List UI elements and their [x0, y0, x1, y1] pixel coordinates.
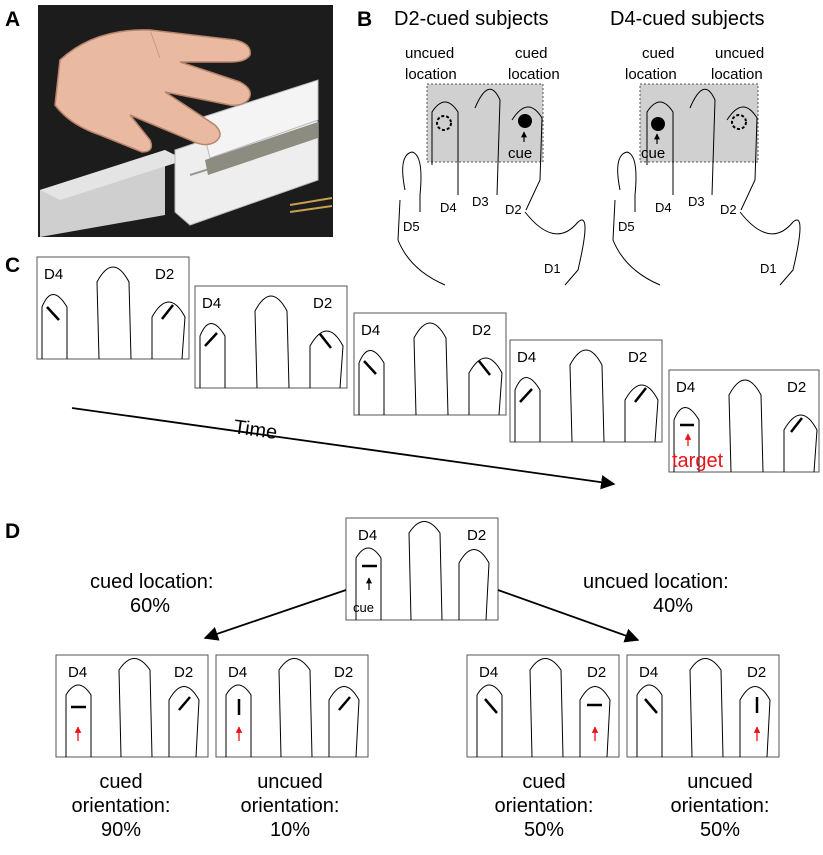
stimulus-frame-1: D4 D2	[36, 256, 190, 360]
d4-label: D4	[202, 295, 221, 312]
d2-label: D2	[334, 664, 353, 681]
uncued-location-prob-value: 40%	[653, 595, 693, 617]
d2-label: D2	[155, 266, 174, 283]
caption-3-line-3: 50%	[524, 819, 564, 841]
cued-location-dot	[651, 117, 665, 131]
panel-label-c: C	[5, 254, 20, 277]
cued-location-prob-label: cued location:	[90, 571, 213, 593]
d4-label: D4	[228, 664, 247, 681]
cued-location-label: location	[508, 66, 560, 83]
uncued-location-label: location	[405, 66, 457, 83]
d2-label: D2	[628, 349, 647, 366]
d4-label: D4	[440, 200, 457, 215]
hand-diagram-d4-cued: D4-cued subjects cued location uncued lo…	[610, 8, 801, 286]
uncued-label: uncued	[405, 45, 454, 62]
d4-label: D4	[361, 322, 380, 339]
stimulus-frame-4: D4 D2	[509, 339, 663, 443]
d1-label: D1	[760, 261, 777, 276]
d2-cued-title: D2-cued subjects	[394, 8, 549, 30]
caption-4-line-3: 50%	[700, 819, 740, 841]
d2-label: D2	[467, 527, 486, 544]
caption-3-line-1: cued	[522, 771, 565, 793]
cue-label: cue	[641, 145, 665, 162]
uncued-location-marker	[436, 115, 452, 131]
d2-label: D2	[747, 664, 766, 681]
d4-label: D4	[676, 379, 695, 396]
d3-label: D3	[472, 194, 489, 209]
d4-label: D4	[44, 266, 63, 283]
caption-3-line-2: orientation:	[495, 795, 594, 817]
stimulus-frame-2: D4 D2	[194, 285, 348, 389]
cued-location-label: location	[625, 66, 677, 83]
d4-cued-title: D4-cued subjects	[610, 8, 765, 30]
stimulus-frame-target: D4 D2 target	[668, 369, 820, 473]
uncued-label: uncued	[715, 45, 764, 62]
d1-label: D1	[544, 261, 561, 276]
d4-label: D4	[358, 527, 377, 544]
time-arrow	[71, 407, 616, 490]
panel-label-b: B	[357, 8, 372, 31]
caption-2-line-3: 10%	[270, 819, 310, 841]
caption-1-line-1: cued	[99, 771, 142, 793]
time-label: Time	[232, 416, 278, 444]
d2-label: D2	[787, 379, 806, 396]
photo-hand-on-device	[38, 5, 333, 237]
d2-label: D2	[720, 202, 737, 217]
uncued-branch-arrow	[497, 589, 640, 643]
d4-label: D4	[517, 349, 536, 366]
panel-label-d: D	[5, 520, 20, 543]
caption-1-line-2: orientation:	[72, 795, 171, 817]
caption-2-line-1: uncued	[257, 771, 323, 793]
d5-label: D5	[403, 219, 420, 234]
d4-label: D4	[655, 200, 672, 215]
caption-1-line-3: 90%	[101, 819, 141, 841]
d4-label: D4	[479, 664, 498, 681]
target-label: target	[672, 450, 724, 472]
cued-label: cued	[515, 45, 548, 62]
uncued-location-label: location	[711, 66, 763, 83]
cued-location-dot	[518, 114, 532, 128]
outcome-frame-2: D4 D2	[215, 654, 369, 758]
outcome-frame-1: D4 D2	[55, 654, 209, 758]
cue-label: cue	[508, 145, 532, 162]
uncued-location-marker	[731, 114, 747, 130]
d2-label: D2	[472, 322, 491, 339]
stimulus-frame-3: D4 D2	[353, 312, 507, 416]
d4-label: D4	[639, 664, 658, 681]
hand-diagram-d2-cued: D2-cued subjects uncued location cued lo…	[394, 8, 586, 286]
d2-label: D2	[505, 202, 522, 217]
outcome-frame-3: D4 D2	[466, 654, 620, 758]
d2-label: D2	[174, 664, 193, 681]
caption-4-line-1: uncued	[687, 771, 753, 793]
d4-label: D4	[68, 664, 87, 681]
caption-4-line-2: orientation:	[671, 795, 770, 817]
d2-label: D2	[587, 664, 606, 681]
caption-2-line-2: orientation:	[241, 795, 340, 817]
panel-label-a: A	[5, 8, 20, 31]
cued-label: cued	[642, 45, 675, 62]
cued-branch-arrow	[203, 589, 347, 641]
uncued-location-prob-label: uncued location:	[583, 571, 729, 593]
d3-label: D3	[688, 194, 705, 209]
trial-cue-frame: D4 D2 cue	[345, 517, 499, 621]
d5-label: D5	[618, 219, 635, 234]
cue-label: cue	[353, 600, 374, 615]
outcome-frame-4: D4 D2	[626, 654, 780, 758]
cued-location-prob-value: 60%	[130, 595, 170, 617]
d2-label: D2	[313, 295, 332, 312]
